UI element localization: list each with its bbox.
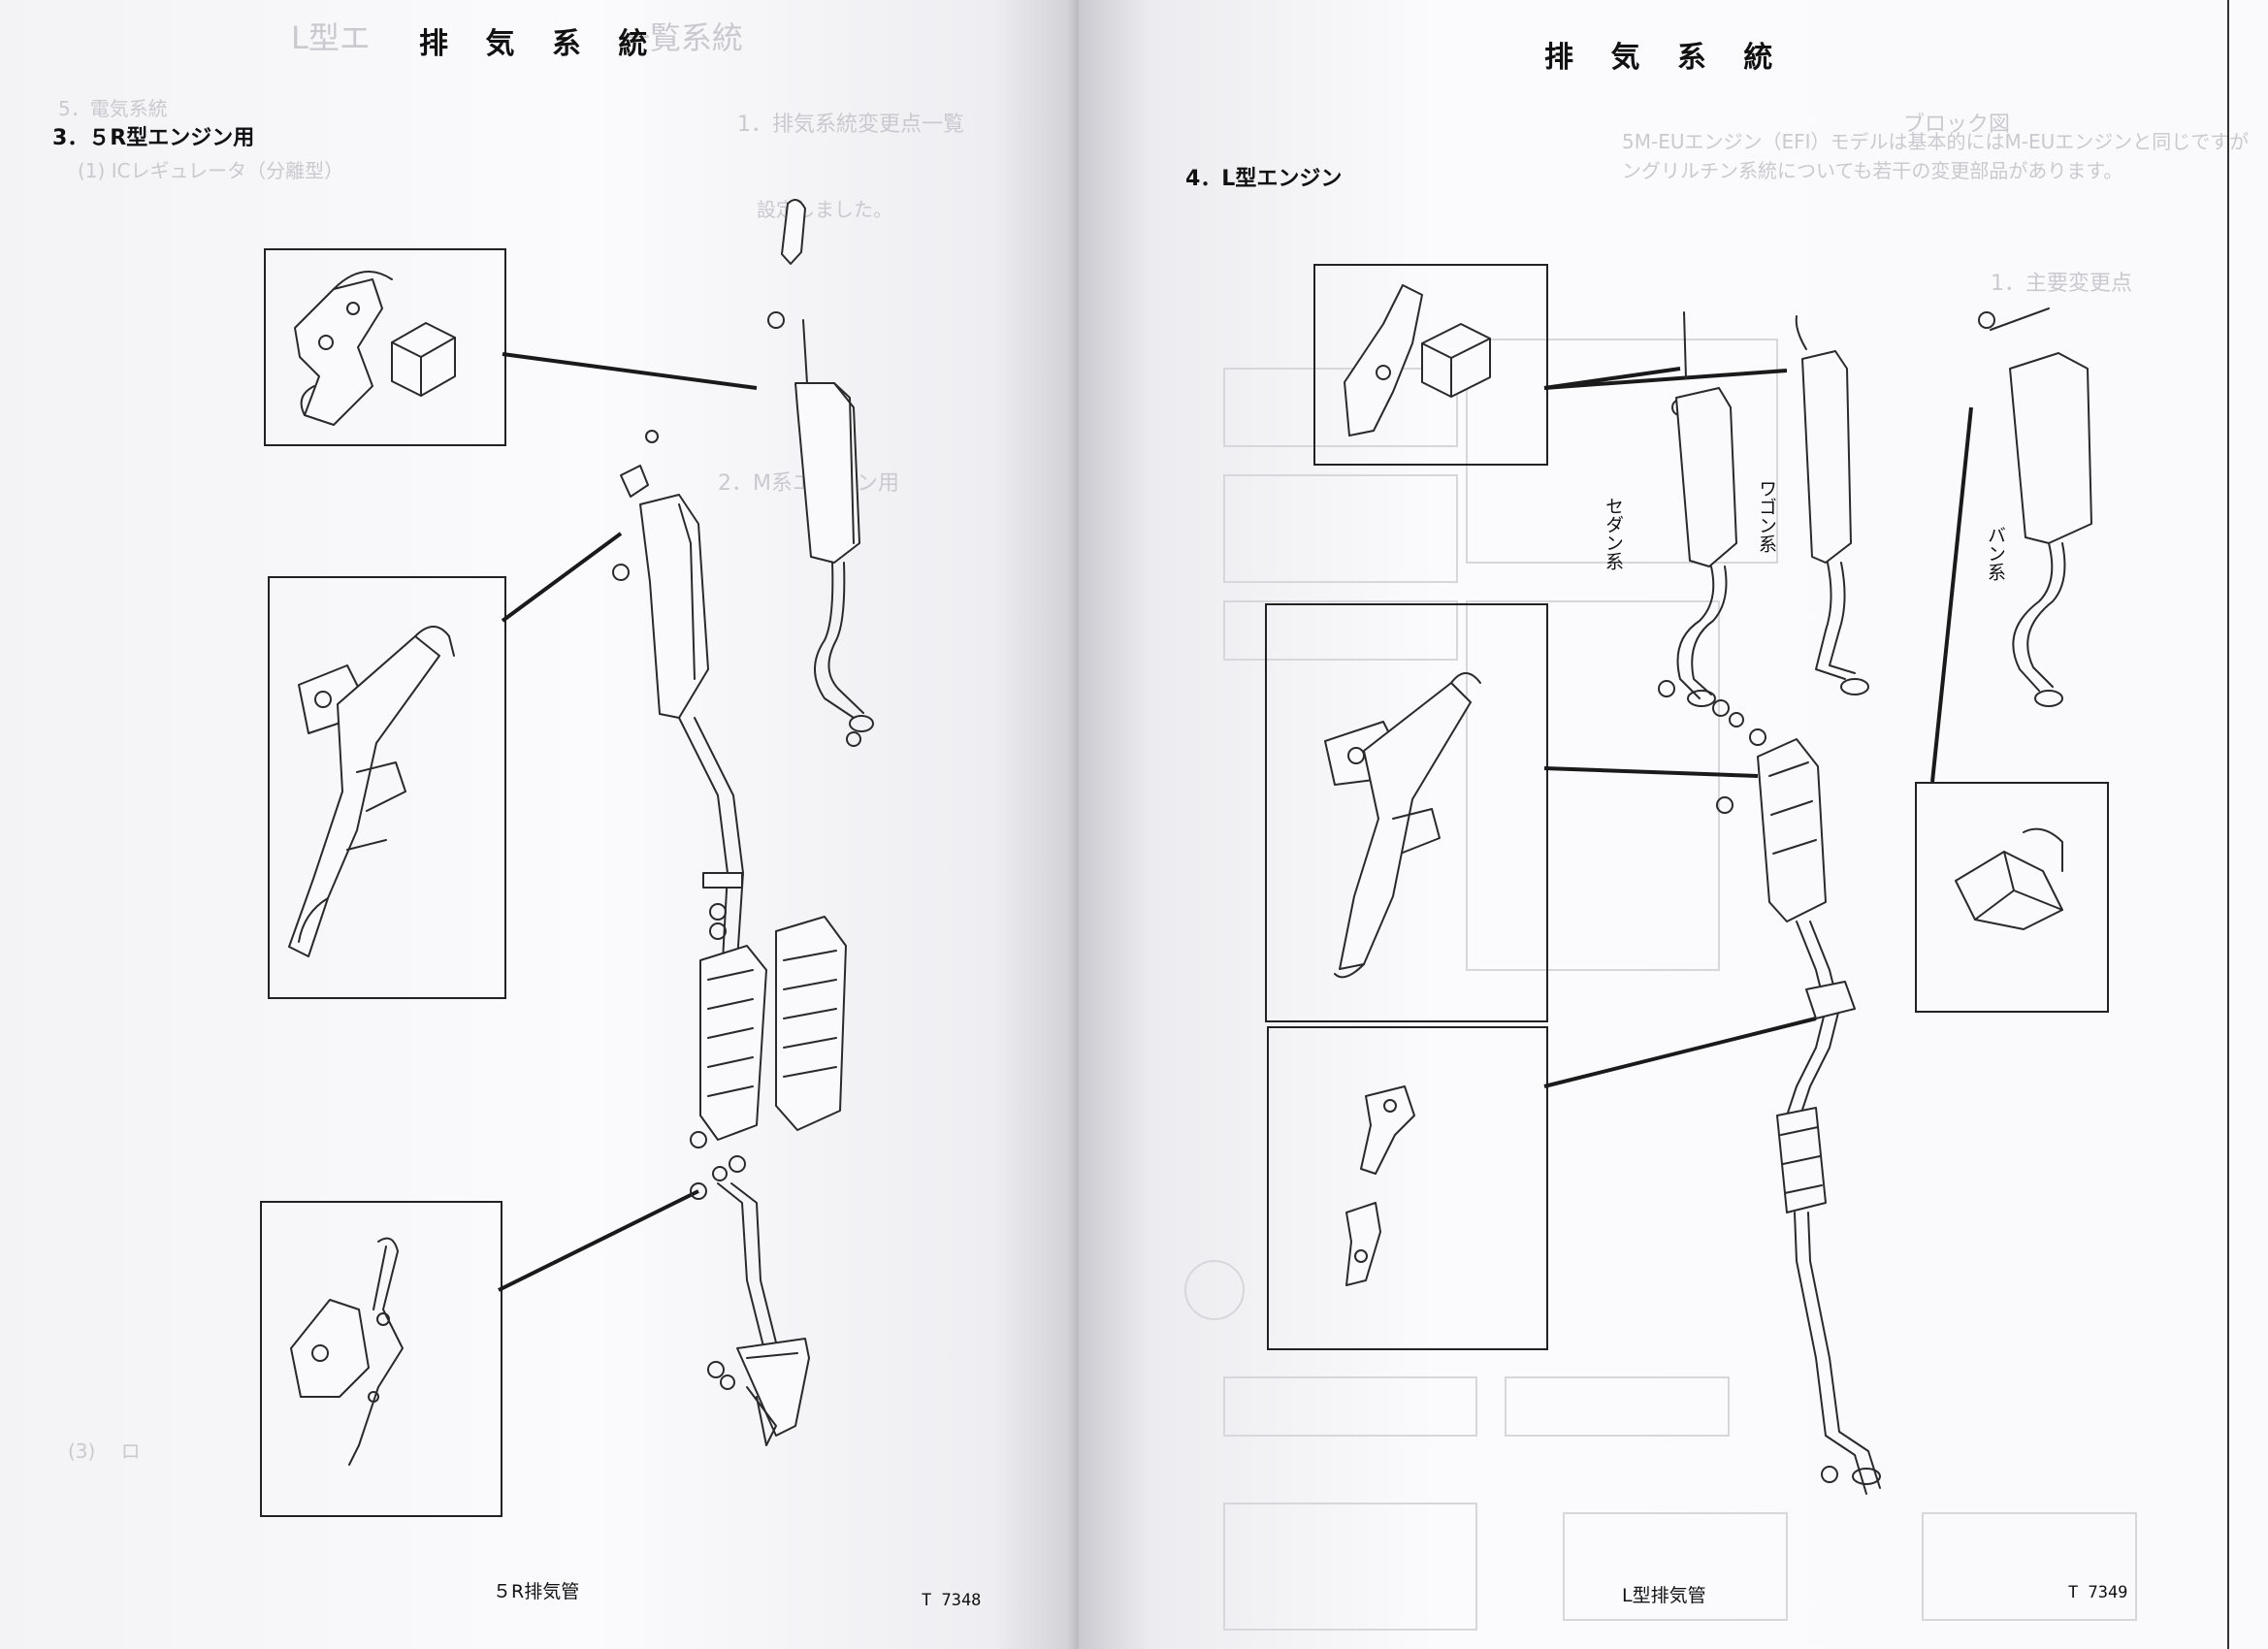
show-through-text: 5M-EUエンジン（EFI）モデルは基本的にはM-EUエンジンと同じですが: [1622, 130, 2250, 153]
bracket-illustration: [1955, 827, 2063, 930]
page-header: 排 気 系 統: [419, 27, 662, 61]
bracket-illustration: [290, 1237, 404, 1466]
show-through-text: 1．主要変更点: [1991, 272, 2132, 296]
wagon-label: ワゴン系: [1756, 479, 1777, 553]
page-border-right: [2227, 0, 2229, 1649]
detail-box-bracket-bottom: [1267, 1026, 1548, 1350]
bracket-illustration: [288, 626, 455, 957]
detail-box-bracket-bottom: [260, 1201, 502, 1517]
section-title: 4．L型エンジン: [1185, 167, 1343, 191]
bracket-illustration: [1324, 672, 1481, 979]
show-through-text: L型エ 一覧系統: [291, 19, 743, 56]
show-through-text: (1) ICレギュレータ（分離型）: [78, 159, 344, 182]
page-header: 排 気 系 統: [1544, 41, 1787, 75]
show-through-text: ングリルチン系統についても若干の変更部品があります。: [1622, 159, 2123, 182]
bracket-illustration: [1344, 284, 1491, 436]
show-through-block-diagram: [1184, 339, 2137, 1631]
detail-box-bracket-top: [264, 248, 506, 446]
show-through-text: 5．電気系統: [58, 97, 168, 120]
right-page: 5M-EUエンジン（EFI）モデルは基本的にはM-EUエンジンと同じですが ング…: [1079, 0, 2268, 1649]
5r-exhaust-system-diagram: [498, 199, 874, 1446]
show-through-text: 1．排気系統変更点一覧: [737, 113, 964, 137]
show-through-text: (3) ロ: [68, 1439, 141, 1463]
detail-box-bracket-top: [1313, 264, 1548, 466]
l-exhaust-system-diagram: [1543, 307, 2092, 1495]
van-label: バン系: [1985, 526, 2006, 581]
detail-box-bracket-middle: [268, 576, 506, 999]
bracket-illustration: [294, 271, 456, 426]
show-through-text: 設定しました。: [757, 198, 892, 221]
detail-box-bracket-middle: [1265, 603, 1548, 1022]
figure-code: T 7348: [922, 1591, 982, 1610]
detail-box-bracket-van: [1915, 782, 2109, 1013]
bracket-illustration: [1345, 1085, 1415, 1286]
figure-caption: ５R排気管: [493, 1581, 580, 1602]
section-title: 3．５R型エンジン用: [52, 126, 255, 150]
sedan-label: セダン系: [1603, 497, 1624, 570]
left-page: L型エ 一覧系統 5．電気系統 (1) ICレギュレータ（分離型） 1．排気系統…: [0, 0, 1079, 1649]
show-through-text: ブロック図: [1903, 113, 2011, 137]
figure-caption: L型排気管: [1622, 1585, 1706, 1606]
figure-code: T 7349: [2068, 1583, 2128, 1602]
